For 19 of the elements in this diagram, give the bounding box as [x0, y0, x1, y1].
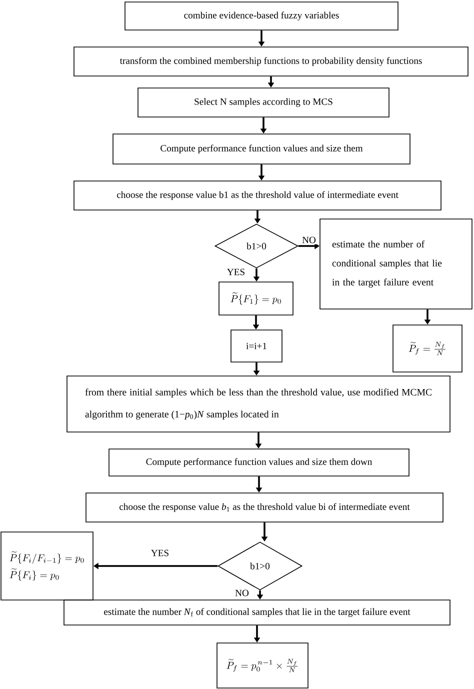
process-box: estimate the number of conditional samples that lie in the target failure event: [320, 218, 472, 310]
formula-box: $\widetilde{P}_f=p_0^{\,n-1}\times\frac{N_f}{N}$: [216, 642, 308, 688]
edge-label: NO: [301, 236, 317, 244]
process-box: choose the response value b1 as the threshold value of intermediate event: [74, 180, 442, 210]
edge-label: NO: [234, 588, 250, 598]
process-box: Compute performance function values and size them down: [108, 448, 410, 476]
process-box: Select N samples according to MCS: [138, 88, 390, 118]
edge-label: YES: [226, 268, 246, 276]
formula-box: $\widetilde{P}_f=\frac{N_f}{N}$: [392, 324, 462, 372]
formula-box: $\widetilde{P}\{F_1\}=p_0$: [218, 282, 294, 316]
process-box: Compute performance function values and size them: [112, 134, 410, 164]
process-box: transform the combined membership functions to probability density functions: [74, 46, 468, 76]
formula-box: $\widetilde{P}\{F_i/F_{i-1}\}=p_0$ $\widetilde{P}\{F_i\}=p_0$: [0, 532, 94, 600]
process-box: choose the response value b$_{1}$ as the threshold value bi of intermediate event: [86, 492, 444, 522]
process-box: i=i+1: [230, 330, 282, 362]
edge-label: YES: [150, 548, 170, 558]
process-box: combine evidence-based fuzzy variables: [124, 2, 398, 30]
process-box: from there initial samples which be less than the threshold value, use modified MCMC algorithm to generate (1−p$_{0}$)N samples located in: [66, 376, 450, 432]
process-box: estimate the number N$_{f}$ of conditional samples that lie in the target failure event: [64, 600, 450, 626]
